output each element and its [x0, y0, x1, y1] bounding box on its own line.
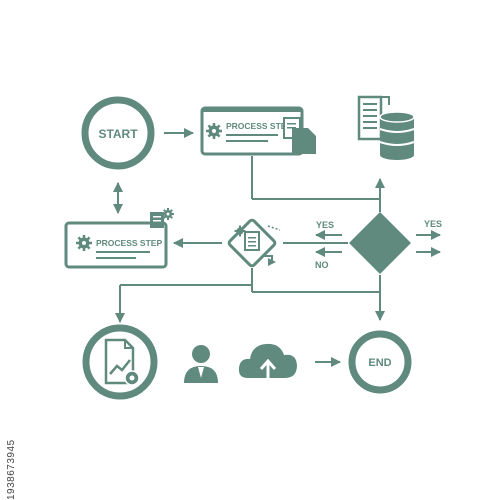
start-node: START [81, 96, 155, 170]
user-icon [184, 345, 218, 383]
database-icon [357, 95, 415, 160]
process-step-left-label: PROCESS STEP [96, 238, 162, 248]
end-label: END [368, 357, 391, 369]
gear-icon [234, 225, 246, 237]
decision-yes-left: YES [316, 220, 334, 230]
process-step-top-label: PROCESS STEP [226, 121, 292, 131]
watermark-id: 1938673945 [6, 439, 17, 500]
start-label: START [98, 127, 138, 141]
decision-yes-right: YES [424, 219, 442, 229]
decision-no: NO [315, 260, 329, 270]
process-step-top: PROCESS STEP [200, 106, 316, 156]
cloud-upload-icon [238, 343, 297, 384]
gear-icon [206, 123, 222, 139]
document-icon [283, 117, 316, 154]
end-node: END [348, 330, 412, 394]
decision-diamond [349, 212, 411, 274]
gear-icon [76, 235, 92, 251]
tasks-icon [227, 218, 281, 268]
report-chart-icon [82, 324, 158, 400]
process-step-left: PROCESS STEP [64, 208, 174, 269]
connectors [113, 128, 441, 367]
